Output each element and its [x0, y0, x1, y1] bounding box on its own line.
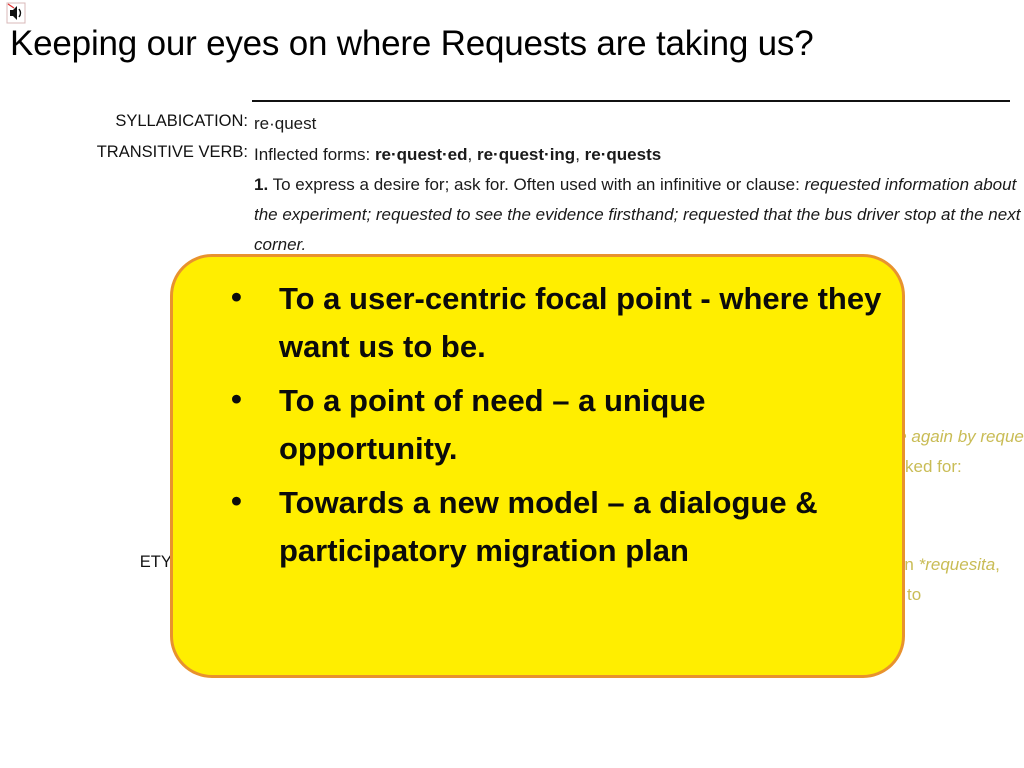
callout-bullet-3: Towards a new model – a dialogue & parti… [231, 477, 882, 575]
broken-media-icon [6, 2, 26, 24]
horizontal-rule [252, 100, 1010, 102]
value-inflected-forms: Inflected forms: re·quest·ed, re·quest·i… [254, 145, 662, 164]
callout-bullet-1: To a user-centric focal point - where th… [231, 273, 882, 371]
verb-sense-1: 1. To express a desire for; ask for. Oft… [254, 175, 1021, 254]
value-syllabication: re·quest [254, 114, 317, 133]
page-title: Keeping our eyes on where Requests are t… [10, 24, 814, 63]
label-syllabication: SYLLABICATION: [115, 112, 248, 130]
callout-box: To a user-centric focal point - where th… [170, 254, 905, 678]
label-transitive-verb: TRANSITIVE VERB: [96, 143, 248, 161]
callout-bullet-2: To a point of need – a unique opportunit… [231, 375, 882, 473]
callout-bullet-list: To a user-centric focal point - where th… [173, 257, 902, 575]
